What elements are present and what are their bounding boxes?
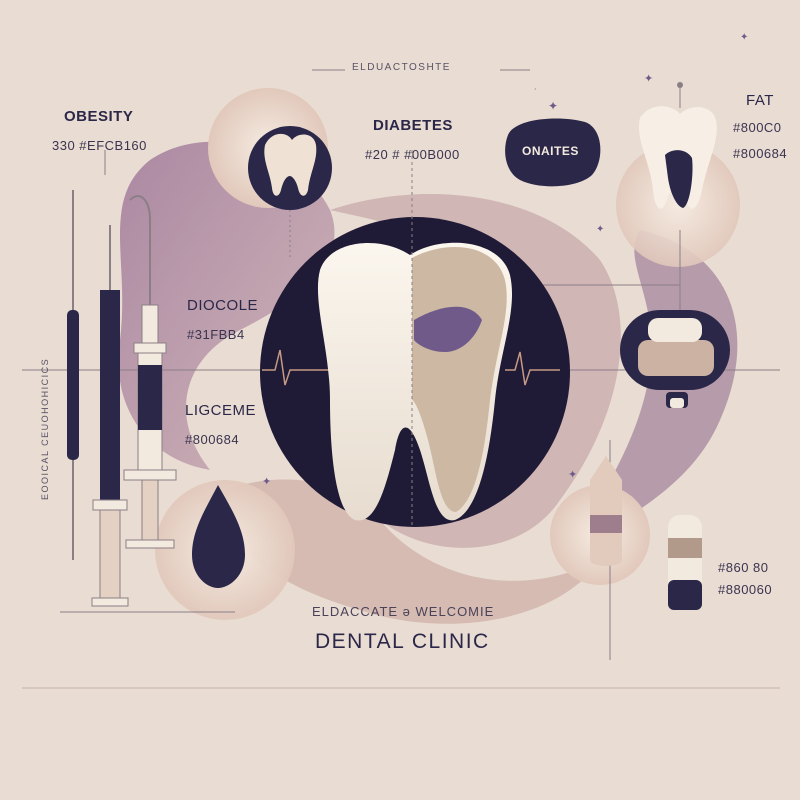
fat-code-2: #800684 [733, 146, 788, 161]
fat-code-1: #800C0 [733, 120, 782, 135]
svg-text:✦: ✦ [548, 99, 558, 113]
diabetes-code: #20 # #00B000 [365, 147, 460, 162]
svg-text:✦: ✦ [740, 32, 748, 43]
diocole-label: DIOCOLE [187, 297, 259, 314]
diocole-code: #31FBB4 [187, 327, 245, 342]
svg-text:✦: ✦ [644, 72, 653, 85]
glow-circle [616, 143, 740, 267]
svg-text:·: · [534, 85, 537, 94]
obesity-code: 330 #EFCB160 [52, 138, 147, 153]
dental-probe-icon [67, 190, 79, 560]
svg-text:✦: ✦ [596, 224, 604, 235]
background-swoosh-center [330, 194, 621, 548]
onaites-label: ONAITES [522, 144, 579, 158]
heartbeat-line [262, 349, 560, 386]
svg-text:✦: ✦ [262, 475, 271, 488]
pill-code-2: #880060 [718, 582, 773, 597]
fat-label: FAT [746, 92, 774, 109]
gauge-shape [590, 456, 622, 566]
pill-code-1: #860 80 [718, 560, 769, 575]
onaites-badge [505, 118, 601, 187]
syringe-icon [123, 195, 177, 549]
ligceme-code: #800684 [185, 432, 240, 447]
footer-subtitle: ELDACCATE ə WELCOMIE [312, 604, 495, 619]
molar-icon [264, 133, 317, 196]
vertical-caption: EOOICAL CEUOHOHICICS [40, 357, 50, 500]
background-swoosh-left [118, 141, 335, 470]
sparkle-icons: ✦ ✦ ✦ ✦ ✦ ✦ · [262, 32, 748, 488]
svg-text:✦: ✦ [568, 468, 577, 481]
droplet-icon [192, 485, 245, 588]
footer-title: DENTAL CLINIC [315, 630, 490, 653]
diabetes-label: DIABETES [373, 117, 453, 134]
obesity-label: OBESITY [64, 108, 134, 125]
ligceme-label: LIGCEME [185, 402, 257, 419]
dental-scaler-icon [91, 225, 129, 607]
tooth-pulp [414, 306, 482, 352]
header-title: ELDUACTOSHTE [352, 62, 451, 73]
background-swoosh-bottom [200, 479, 600, 624]
